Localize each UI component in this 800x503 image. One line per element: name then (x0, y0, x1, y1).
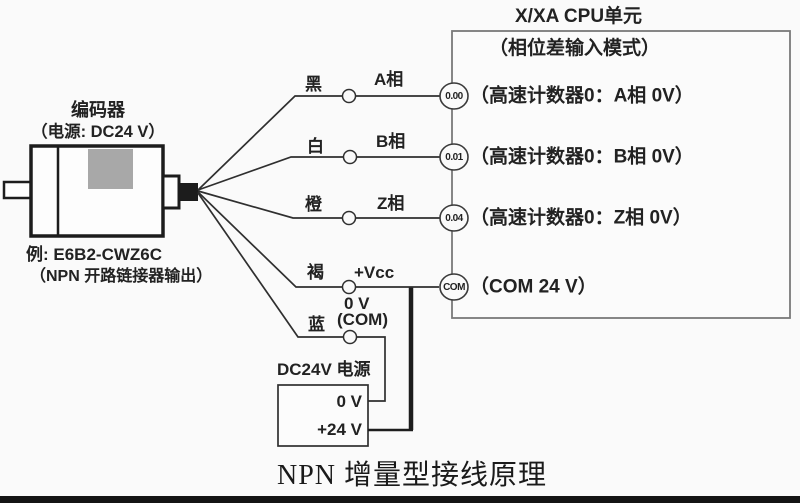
encoder-cable-gland (179, 183, 198, 201)
terminal-number-001: 0.01 (445, 152, 463, 163)
wire-color-label-black: 黑 (305, 75, 322, 94)
wire-blue-0v (197, 192, 386, 402)
terminal-circle-001 (439, 143, 469, 171)
encoder-connector-stub (161, 174, 181, 210)
terminal-circle-com (439, 273, 469, 301)
signal-label-com: (COM) (337, 310, 388, 329)
wire-orange-z-phase (197, 190, 440, 219)
encoder-title: 编码器 (71, 100, 125, 120)
signal-label-a-phase: A相 (374, 70, 404, 89)
wire-color-label-white: 白 (307, 137, 324, 156)
wire-joint-icon (342, 149, 358, 165)
encoder-example-model: 例: E6B2-CWZ6C (26, 245, 163, 264)
power-supply-title: DC24V 电源 (277, 360, 371, 379)
cpu-box (451, 30, 791, 319)
wire-white-b-phase (197, 156, 440, 191)
signal-label-b-phase: B相 (376, 132, 406, 151)
wire-color-label-blue: 蓝 (308, 315, 325, 334)
wire-joint-icon (341, 279, 357, 295)
signal-label-z-phase: Z相 (377, 194, 405, 213)
wire-color-label-orange: 橙 (305, 195, 322, 214)
wire-joint-icon (341, 88, 357, 104)
wire-black-a-phase (197, 95, 440, 191)
encoder-example-output-type: （NPN 开路链接器输出） (30, 268, 213, 285)
wire-joint-icon (342, 329, 358, 345)
terminal-desc-b-phase: （高速计数器0：B相 0V） (470, 146, 694, 168)
encoder-shaft (2, 180, 33, 200)
power-supply-24v-label: +24 V (317, 420, 362, 439)
cpu-title: X/XA CPU单元 (515, 6, 643, 27)
power-supply-box (277, 384, 369, 447)
terminal-circle-000 (439, 82, 469, 110)
terminal-desc-z-phase: （高速计数器0：Z相 0V） (470, 207, 692, 229)
terminal-circle-004 (439, 204, 469, 232)
terminal-desc-a-phase: （高速计数器0：A相 0V） (470, 85, 694, 107)
power-supply-0v-label: 0 V (336, 392, 362, 411)
terminal-number-com: COM (443, 282, 465, 293)
cpu-input-mode-label: （相位差输入模式） (489, 38, 661, 59)
terminal-number-000: 0.00 (445, 91, 463, 102)
wire-brown-vcc (197, 191, 439, 288)
encoder-window (88, 149, 133, 189)
bottom-bar (0, 496, 800, 503)
signal-label-0v: 0 V (344, 294, 370, 313)
terminal-desc-com: （COM 24 V） (470, 276, 597, 298)
wire-joint-icon (341, 210, 357, 226)
wire-color-label-brown: 褐 (307, 263, 324, 282)
diagram-caption: NPN 增量型接线原理 (277, 460, 548, 491)
terminal-number-004: 0.04 (445, 213, 463, 224)
signal-label-vcc: +Vcc (354, 263, 395, 282)
encoder-power-label: （电源: DC24 V） (31, 123, 165, 141)
